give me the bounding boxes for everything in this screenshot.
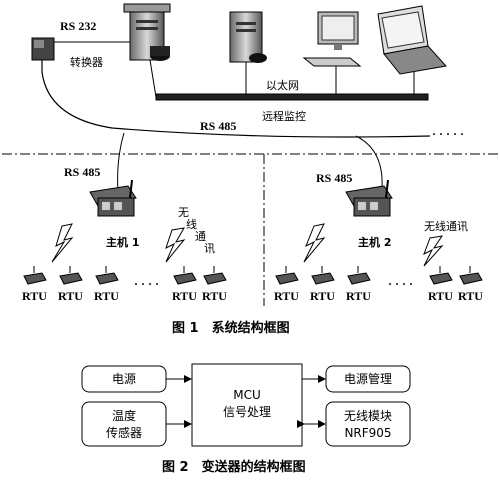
host2-label: 主机 2 [358,235,391,249]
power-label: 电源 [112,372,136,386]
rtu-label: RTU [310,289,335,303]
ethernet-bus [155,93,429,101]
host2-wireless-label: 无线通讯 [424,219,468,233]
host1-wireless-char: 讯 [204,242,215,255]
converter-icon [31,37,55,61]
power-mgmt-label: 电源管理 [344,371,392,386]
host1-wireless-char: 无 [178,206,189,219]
laptop-icon [377,5,447,75]
figure2-caption: 图 2 变送器的结构框图 [162,459,306,475]
rtu-label: RTU [346,289,371,303]
wireless-module-box [325,401,411,447]
wireless-signal-icon [165,227,186,263]
mcu-label-line1: MCU [233,388,261,402]
rs232-label: RS 232 [60,19,96,33]
rtu-icons-host2 [275,266,483,285]
temp-sensor-label-line1: 温度 [112,408,136,423]
wireless-signal-icon [51,223,74,263]
host1-wireless-char: 线 [186,217,197,231]
rs485-main-label: RS 485 [200,119,236,133]
wireless-module-label-line2: NRF905 [344,426,391,440]
rtu-ellipsis: · · · · [388,277,413,291]
rtu-label: RTU [428,289,453,303]
wireless-signal-icon [303,223,326,263]
rtu-label: RTU [274,289,299,303]
host2-device-icon [345,179,393,217]
figure1-caption: 图 1 系统结构框图 [172,320,290,336]
wireless-module-label-line1: 无线模块 [344,409,392,423]
mcu-label-line2: 信号处理 [223,405,271,419]
converter-label: 转换器 [70,55,103,69]
rtu-icons-host1 [23,266,227,285]
more-devices-ellipsis: · · · · · [432,127,464,141]
temp-sensor-label-line2: 传感器 [106,425,142,440]
rtu-ellipsis: · · · · [134,277,159,291]
desktop-computer-icon [302,11,362,67]
wireless-signal-icon [423,235,444,267]
rtu-label: RTU [458,289,483,303]
power-mgmt-box [325,365,411,393]
rtu-label: RTU [22,289,47,303]
rtu-label: RTU [202,289,227,303]
host2-rs485-label: RS 485 [316,171,352,185]
server-icon [229,11,267,63]
rtu-label: RTU [172,289,197,303]
rtu-label: RTU [58,289,83,303]
ethernet-label: 以太网 [266,79,299,92]
host1-wireless-char: 通 [195,230,206,243]
host1-label: 主机 1 [106,235,139,249]
remote-monitor-label: 远程监控 [262,109,306,123]
host1-device-icon [89,179,137,217]
mcu-box [191,363,303,447]
server-icon [123,3,171,61]
host1-rs485-label: RS 485 [64,165,100,179]
rtu-label: RTU [94,289,119,303]
